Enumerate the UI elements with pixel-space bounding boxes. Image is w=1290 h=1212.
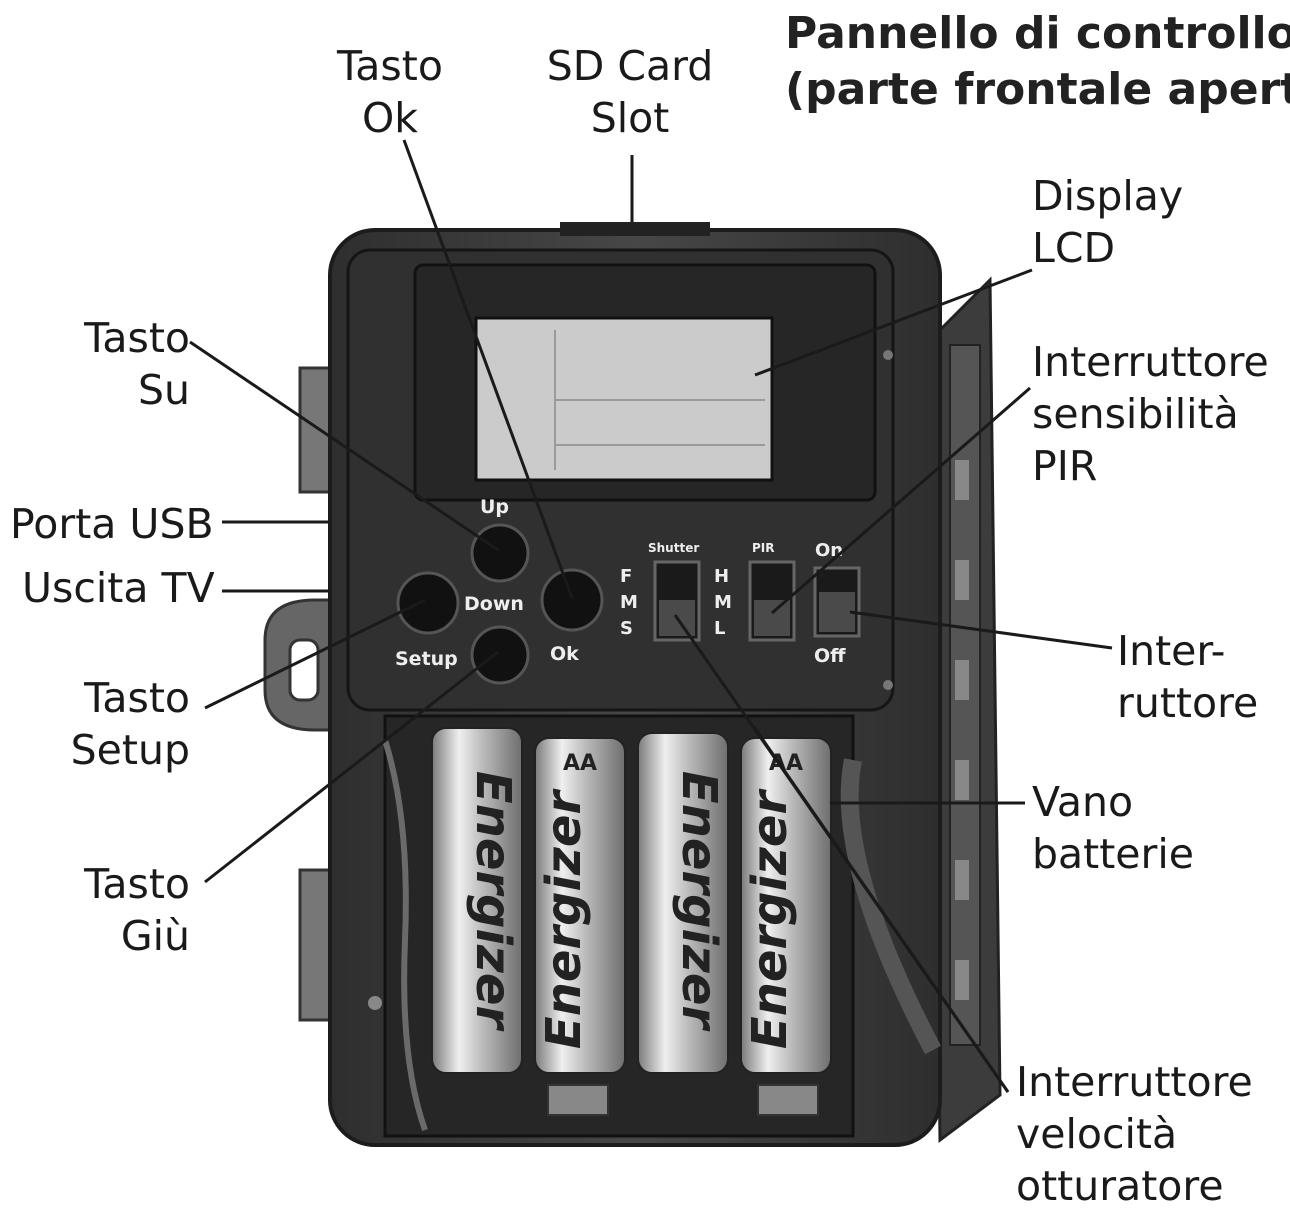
power-on-label: On (815, 540, 843, 561)
pir-l-label: L (714, 618, 725, 639)
shutter-switch-label: Shutter (648, 541, 699, 555)
sd-card-slot (560, 222, 710, 236)
svg-text:Energizer: Energizer (536, 788, 592, 1049)
svg-text:Energizer: Energizer (671, 771, 727, 1032)
shutter-m-label: M (620, 592, 638, 613)
diagram-title: Pannello di controllo (parte frontale ap… (785, 6, 1290, 118)
pir-switch-label: PIR (752, 541, 775, 555)
leader-lines (189, 139, 1113, 1093)
pir-h-label: H (714, 566, 729, 587)
shutter-s-label: S (620, 618, 633, 639)
label-porta-usb: Porta USB (10, 500, 214, 548)
battery-1: Energizer (431, 727, 523, 1074)
svg-text:Energizer: Energizer (742, 788, 798, 1049)
label-uscita-tv: Uscita TV (22, 564, 215, 612)
svg-text:AA: AA (563, 751, 597, 776)
label-interruttore: Inter-ruttore (1117, 627, 1259, 727)
down-button-label: Down (464, 593, 524, 615)
battery-4: AA Energizer (740, 737, 832, 1074)
setup-button[interactable] (396, 571, 460, 635)
ok-button-label: Ok (550, 643, 579, 665)
title-line-1: Pannello di controllo (785, 8, 1290, 59)
up-button[interactable] (470, 523, 530, 583)
pir-m-label: M (714, 592, 732, 613)
shutter-f-label: F (620, 566, 632, 587)
up-button-label: Up (480, 496, 509, 518)
title-line-2: (parte frontale aperta) (785, 64, 1290, 115)
down-button[interactable] (470, 625, 530, 685)
svg-text:Energizer: Energizer (465, 771, 521, 1032)
setup-button-label: Setup (395, 648, 458, 670)
power-off-label: Off (814, 645, 846, 667)
ok-button[interactable] (540, 568, 604, 632)
battery-2: AA Energizer (534, 737, 626, 1074)
battery-3: Energizer (637, 732, 729, 1074)
